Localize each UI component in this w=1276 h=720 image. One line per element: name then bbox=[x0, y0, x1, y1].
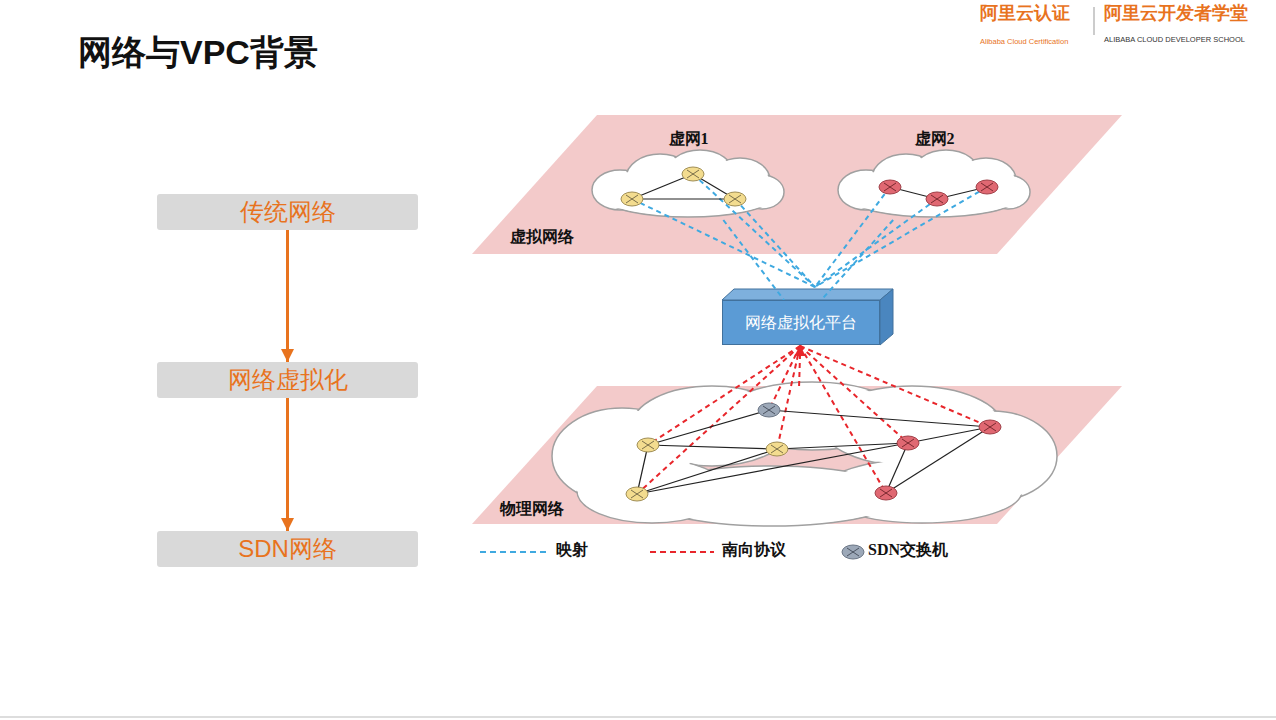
label-wrap: 阿里云开发者学堂 bbox=[1104, 4, 1248, 24]
step-label: 网络虚拟化 bbox=[228, 367, 348, 393]
logo-divider bbox=[1094, 7, 1095, 35]
flow-step-box: 网络虚拟化 bbox=[157, 362, 418, 398]
logo-subtitle: Alibaba Cloud Certification bbox=[980, 37, 1068, 46]
flow-step-box: 传统网络 bbox=[157, 194, 418, 230]
virtualization-platform-box: 网络虚拟化平台 bbox=[722, 300, 880, 345]
plane-shape bbox=[472, 386, 1122, 524]
network-label: 虚拟网络 bbox=[510, 228, 1122, 246]
legend-text-wrap: SDN交换机 bbox=[868, 541, 948, 559]
logo-title: 阿里云认证 bbox=[980, 3, 1070, 23]
flow-step-box: SDN网络 bbox=[157, 531, 418, 567]
platform-3d-faces bbox=[722, 289, 893, 345]
footer-rule bbox=[0, 716, 1276, 718]
legend-label: 映射 bbox=[556, 541, 588, 558]
step-label: SDN网络 bbox=[238, 536, 337, 562]
legend-label: 南向协议 bbox=[722, 541, 786, 558]
virtual-network-cloud: 虚网2 bbox=[836, 128, 1033, 220]
network-label: 物理网络 bbox=[500, 500, 1122, 518]
legend-text-wrap: 映射 bbox=[556, 541, 588, 559]
title-wrap: 网络与VPC背景 bbox=[78, 34, 318, 71]
legend-sample bbox=[840, 543, 866, 561]
label-wrap: ALIBABA CLOUD DEVELOPER SCHOOL bbox=[1104, 28, 1245, 46]
virtual-network-cloud: 虚网1 bbox=[590, 128, 787, 220]
connector bbox=[286, 398, 289, 531]
physical-cloud bbox=[552, 382, 1057, 526]
physical-network-plane: 物理网络 bbox=[472, 386, 1122, 524]
connector bbox=[286, 230, 289, 362]
legend-sample bbox=[480, 543, 550, 561]
logo-subtitle: ALIBABA CLOUD DEVELOPER SCHOOL bbox=[1104, 35, 1245, 44]
network-label: 虚网1 bbox=[669, 130, 709, 148]
network-label: 虚网2 bbox=[915, 130, 955, 148]
platform-label: 网络虚拟化平台 bbox=[745, 314, 857, 332]
legend-text-wrap: 南向协议 bbox=[722, 541, 786, 559]
legend-label: SDN交换机 bbox=[868, 541, 948, 558]
label-wrap: Alibaba Cloud Certification bbox=[980, 30, 1068, 48]
step-label: 传统网络 bbox=[240, 199, 336, 225]
connector bbox=[799, 345, 800, 386]
legend-sample bbox=[650, 543, 720, 561]
label-wrap: 阿里云认证 bbox=[980, 4, 1070, 24]
logo-title: 阿里云开发者学堂 bbox=[1104, 3, 1248, 23]
slide-title: 网络与VPC背景 bbox=[78, 33, 318, 71]
virtual-network-plane: 虚拟网络 虚网1 虚网2 bbox=[472, 115, 1122, 254]
